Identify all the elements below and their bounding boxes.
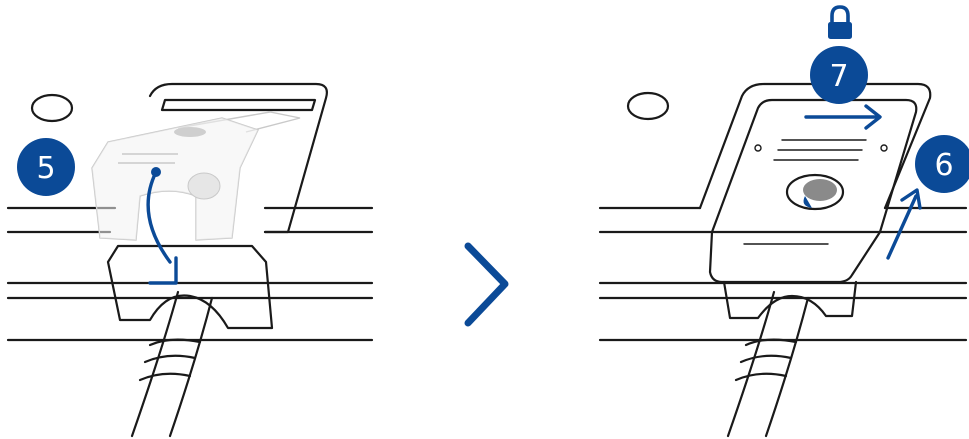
step-badge-5: 5 [17, 138, 75, 196]
step-badge-label: 7 [829, 59, 848, 94]
left-panel: 5 [8, 84, 372, 436]
chevron-right-icon [468, 246, 505, 323]
step-badge-6: 6 [915, 135, 969, 193]
speaker-grille [787, 175, 843, 209]
right-rails [600, 208, 966, 340]
padlock-icon [828, 7, 852, 39]
step-badge-label: 5 [36, 151, 55, 186]
left-rails [8, 208, 372, 340]
left-cover-ghost [92, 112, 300, 240]
arrow-up-right-icon [888, 190, 920, 258]
mounting-hole [628, 93, 668, 119]
mounting-hole [32, 95, 72, 121]
step-badge-7: 7 [810, 46, 868, 104]
arrow-right-icon [806, 106, 880, 128]
left-mount-base [108, 246, 272, 328]
left-cable [132, 292, 212, 436]
step-badge-label: 6 [934, 148, 953, 183]
right-panel: 7 6 [600, 7, 969, 436]
right-cable [728, 292, 808, 436]
